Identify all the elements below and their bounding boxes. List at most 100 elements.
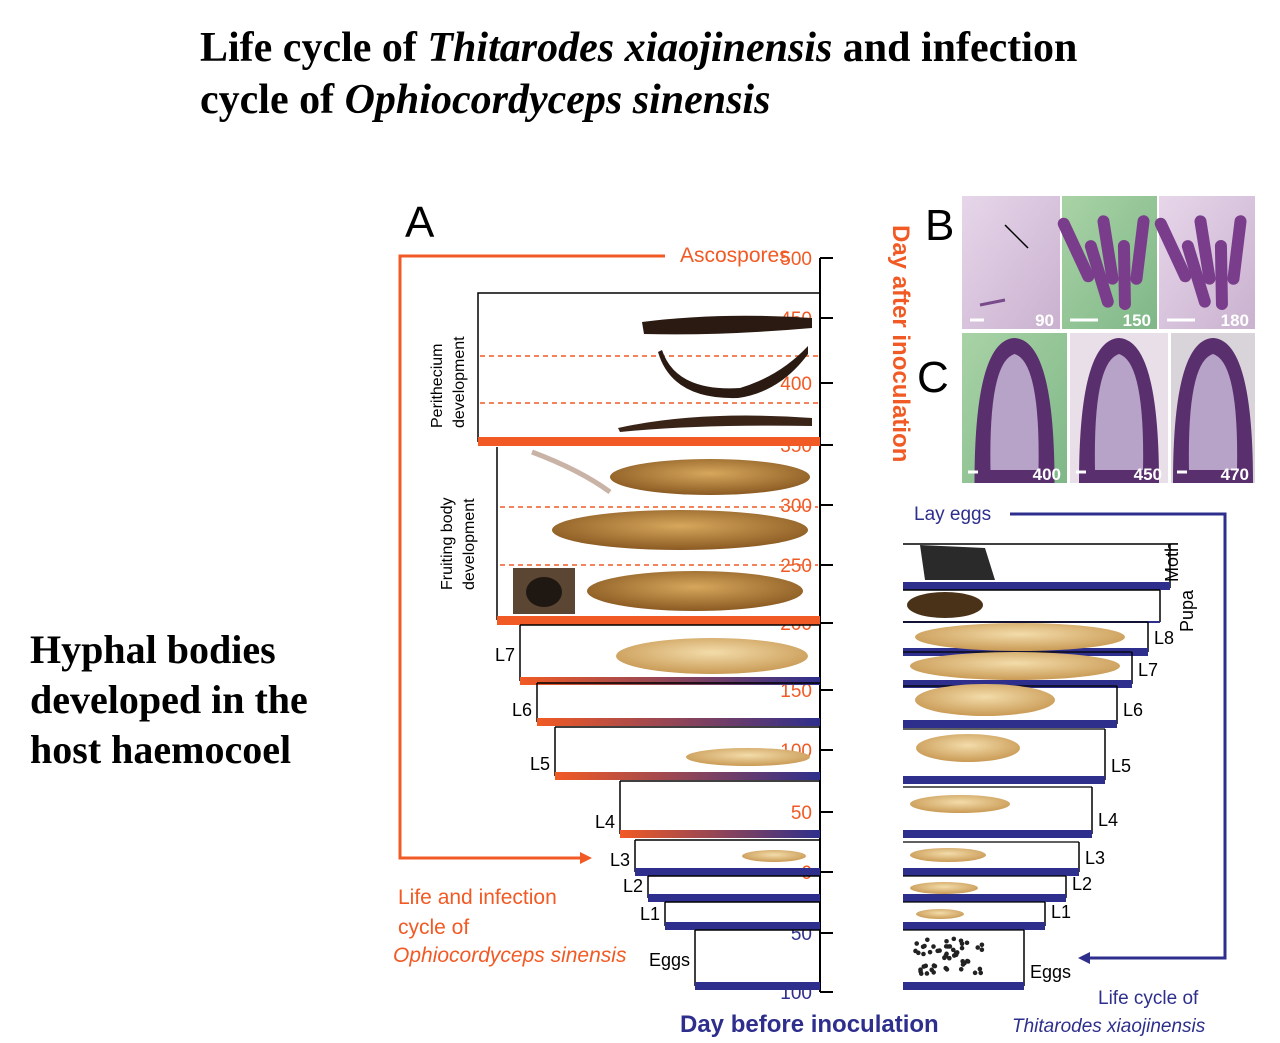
egg-dot [931,963,937,968]
axis-tick-label: 300 [780,496,812,517]
stage-label: L1 [640,904,660,924]
larva-image [686,748,810,766]
title-line-2: cycle of Ophiocordyceps sinensis [200,74,1260,126]
larva-image [910,652,1120,680]
stage-bar [903,830,1092,838]
larva-image [910,848,986,862]
stage-bar [520,677,820,685]
larva-image [915,623,1125,651]
arrow-icon [1004,224,1029,249]
perithecium-box [477,292,820,442]
egg-dot [927,949,933,955]
stroma-image [618,415,812,432]
stroma-image [658,346,808,399]
axis-tick-label: 400 [780,374,812,395]
micrograph-label: 470 [1221,465,1249,484]
egg-dot [945,944,951,949]
stroma-sprout-image [531,449,612,495]
micrograph-label: 450 [1134,465,1162,484]
fruiting-bar [497,616,820,625]
ascospores-label: Ascospores [680,244,790,267]
egg-dot [959,941,965,946]
axis-tick-label: 500 [780,249,812,270]
right-caption-1: Life cycle of [1098,988,1199,1009]
egg-dot [978,970,984,976]
egg-dot [924,971,930,976]
egg-dot [914,941,920,946]
side-note-line: Hyphal bodies [30,627,276,672]
side-note: Hyphal bodies developed in the host haem… [30,625,390,775]
hyphal-body-shape [1181,240,1211,308]
egg-dot [947,955,952,961]
title-text: cycle of [200,77,345,123]
egg-dot [931,944,936,949]
title-text: Life cycle of [200,25,428,71]
stage-label: L5 [1111,756,1131,776]
panel-label-c: C [917,353,949,402]
stage-bar [903,982,1024,990]
stage-bar [635,868,820,876]
lay-eggs-label: Lay eggs [914,504,991,525]
egg-dot [958,967,964,972]
title-species-moth: Thitarodes xiaojinensis [427,25,833,71]
title-text: and infection [832,25,1078,71]
stage-label: L3 [1085,848,1105,868]
egg-dot [959,945,965,951]
hyphal-body-shape [1154,217,1192,283]
egg-dot [953,952,959,958]
infected-larva-image [587,571,803,611]
perithecium-shape [1094,354,1144,470]
perithecium-label-2: development [451,336,468,428]
micrograph-label: 90 [1035,311,1054,330]
title-line-1: Life cycle of Thitarodes xiaojinensis an… [200,22,1260,74]
panel-label-b: B [925,201,954,250]
egg-dot [921,964,927,969]
stage-label: L6 [1123,700,1143,720]
infected-larva-image [610,459,810,495]
stage-label: L7 [1138,660,1158,680]
fruiting-label-1: Fruiting body [439,498,456,591]
stage-label: L4 [595,812,615,832]
larva-image [742,850,806,862]
stage-label: L4 [1098,810,1118,830]
stage-bar [903,720,1117,728]
axis-tick-label: 150 [780,681,812,702]
larva-head-image [526,577,562,607]
hyphal-body-shape [1130,215,1150,285]
hyphal-body-shape [1117,240,1131,310]
egg-dot [944,951,949,957]
pupa-image [907,592,983,618]
stage-bar [665,922,820,930]
eggs-image [913,936,985,976]
axis-title-before: Day before inoculation [680,1011,939,1038]
egg-dot [922,943,927,949]
left-caption-3: Ophiocordyceps sinensis [393,944,627,967]
right-caption-2: Thitarodes xiaojinensis [1012,1016,1206,1037]
stage-label: L1 [1051,902,1071,922]
larva-image [916,909,964,919]
hyphal-body-shape [1194,215,1216,285]
egg-dot [950,947,956,953]
hyphal-body-shape [1214,240,1228,310]
side-note-line: host haemocoel [30,727,292,772]
stage-label: L5 [530,754,550,774]
egg-dot [962,960,967,966]
egg-dot [921,951,926,957]
stage-label: Eggs [649,950,690,970]
stage-label: L3 [610,850,630,870]
hyphal-body-shape [1097,215,1119,285]
egg-dot [979,942,985,948]
perithecium-shape [990,354,1039,470]
infection-loop-arrow [398,254,665,860]
micrograph-b [962,196,1060,329]
title-species-fungus: Ophiocordyceps sinensis [344,77,771,123]
egg-dot [944,938,949,944]
stage-bar [903,776,1105,784]
stage-bar [903,868,1079,876]
fruiting-label-2: development [461,498,478,590]
stage-bar [903,922,1045,930]
stage-bar [695,982,820,990]
egg-dot [964,940,970,946]
egg-dot [979,947,985,952]
